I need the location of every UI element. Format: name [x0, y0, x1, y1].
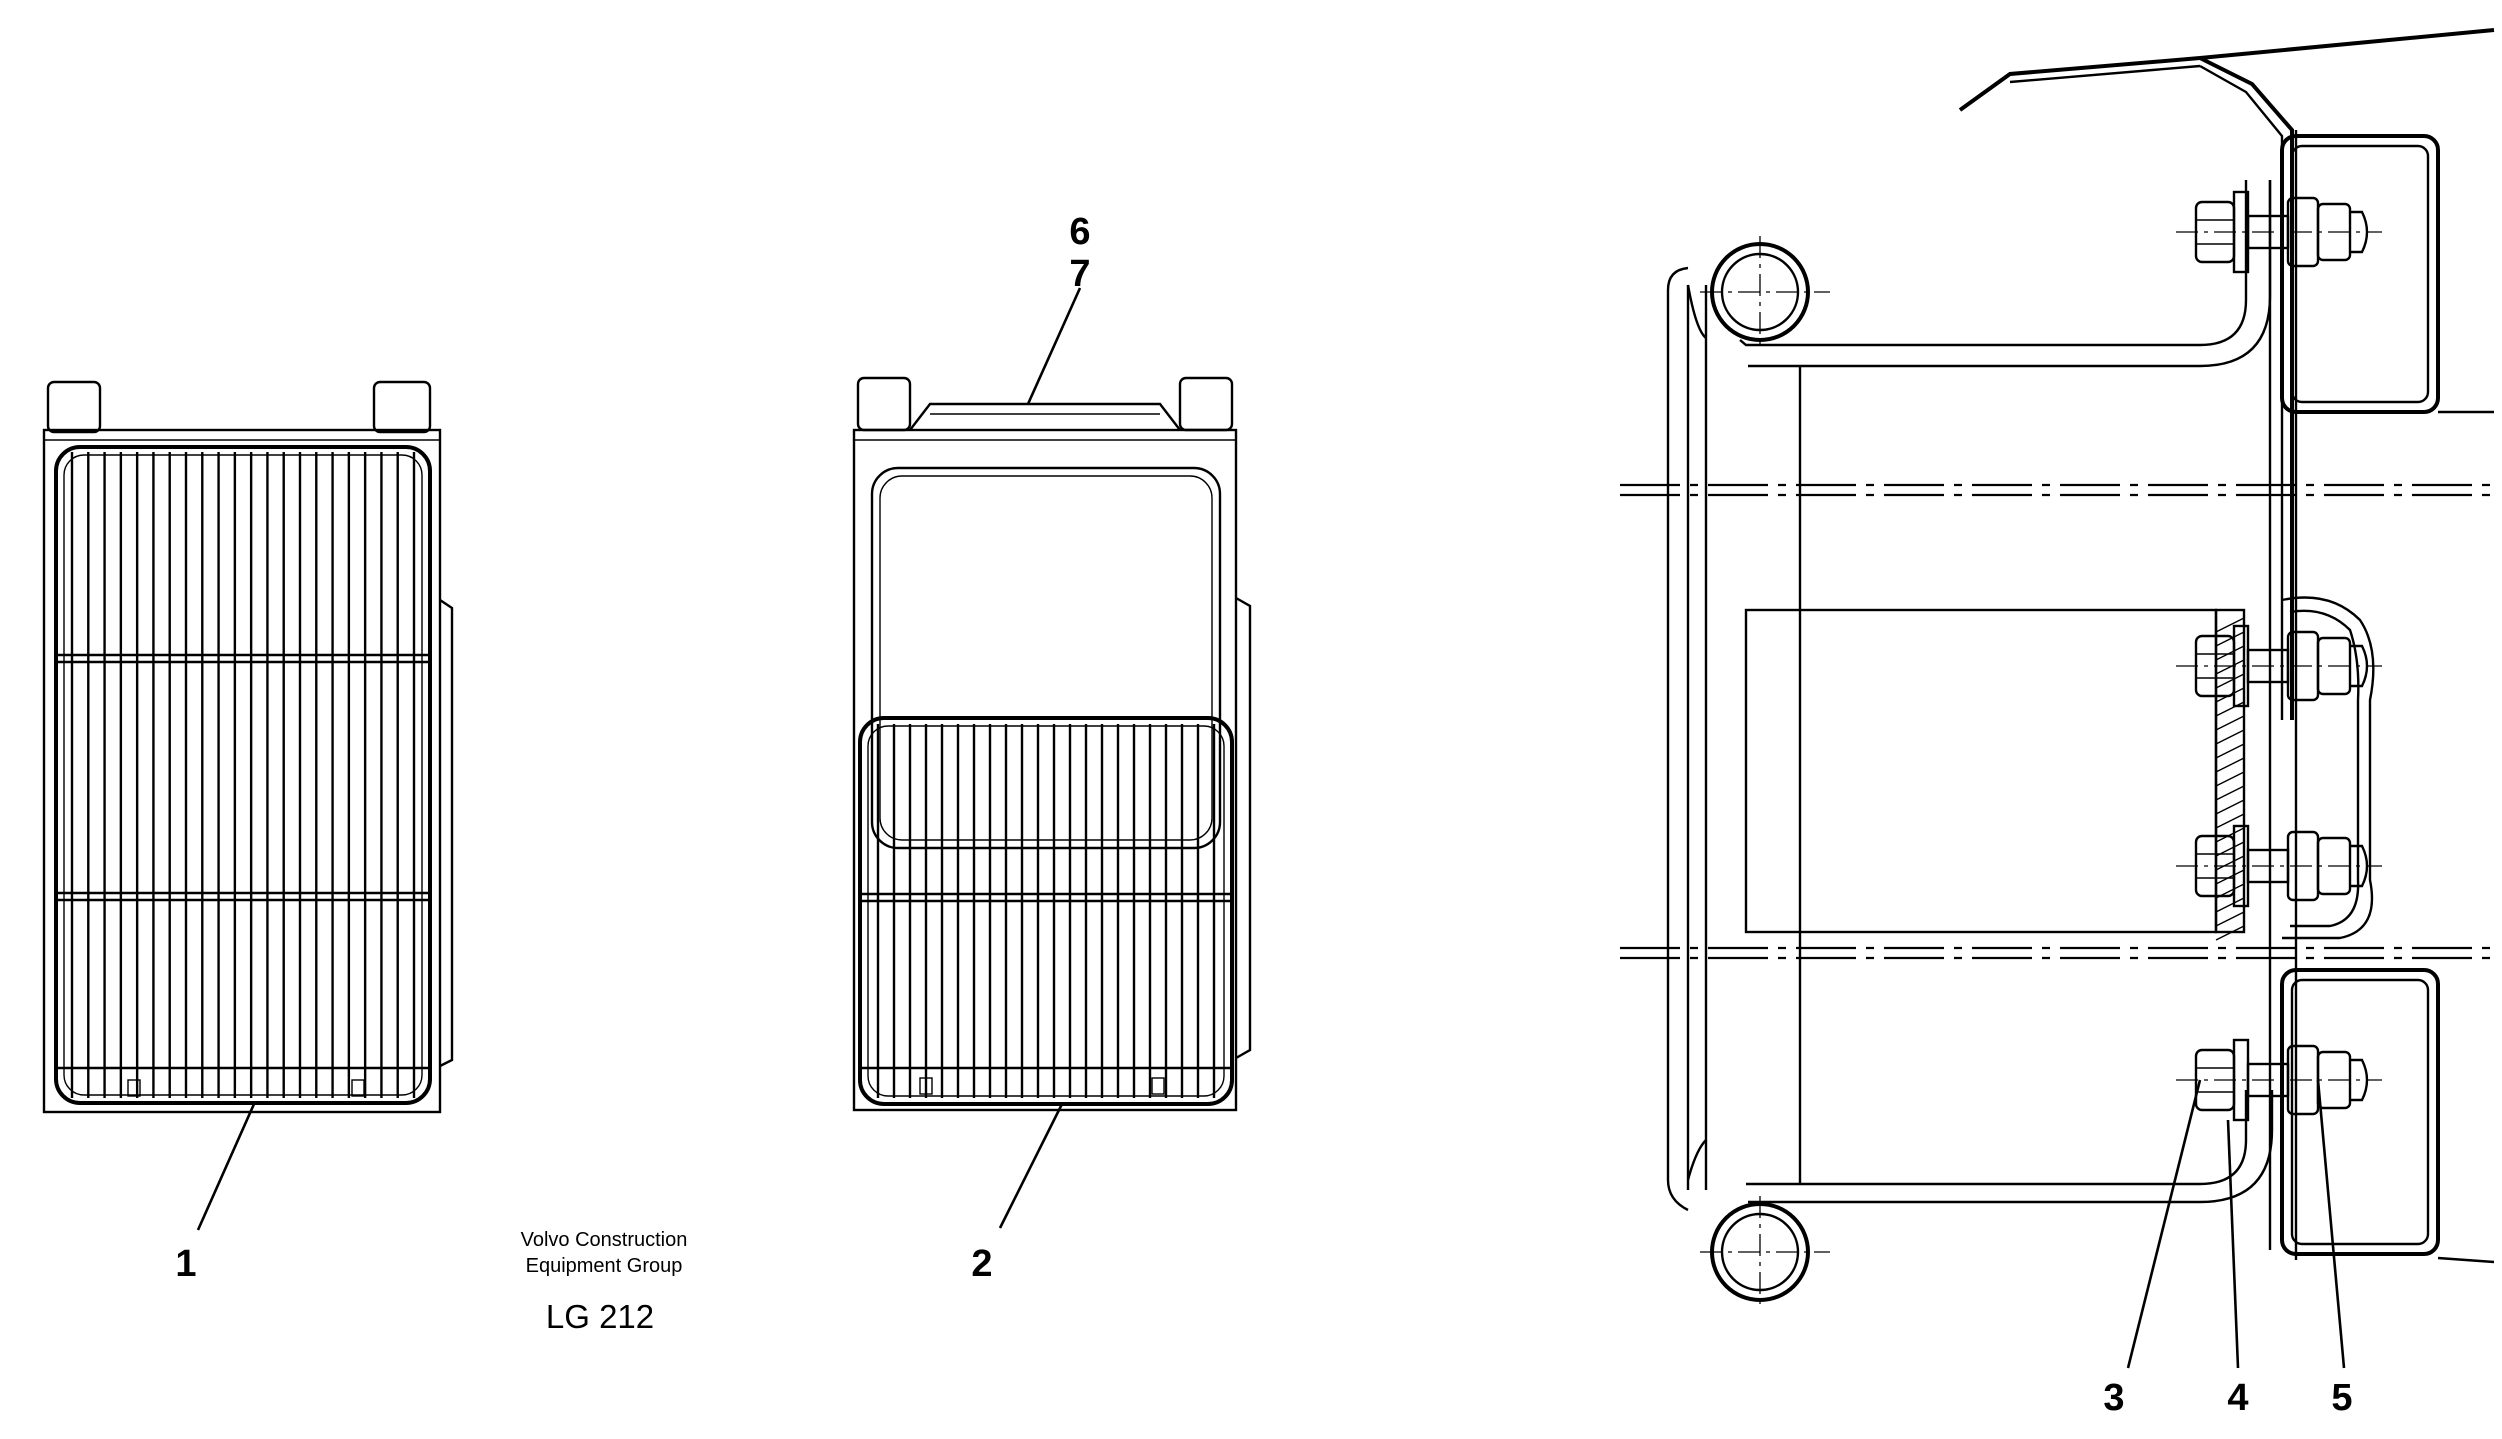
callout-2: 2: [971, 1243, 992, 1285]
bolt-assembly: [2176, 1038, 2382, 1122]
callout-1: 1: [175, 1243, 196, 1285]
lamp-2-half-grille: [852, 376, 1252, 1112]
drawing-code: LG 212: [546, 1298, 654, 1335]
callout-4: 4: [2227, 1377, 2248, 1419]
mounting-section-view: [1620, 28, 2495, 1310]
callout-7: 7: [1069, 253, 1090, 295]
bolt-assembly: [2176, 824, 2382, 908]
bolt-assembly: [2176, 624, 2382, 708]
bolt-assembly: [2176, 190, 2382, 274]
leader-lines: [196, 287, 2346, 1369]
callout-5: 5: [2331, 1377, 2352, 1419]
credit-line-2: Equipment Group: [526, 1255, 683, 1277]
credit-line-1: Volvo Construction: [521, 1229, 688, 1251]
callout-3: 3: [2103, 1377, 2124, 1419]
callout-6: 6: [1069, 211, 1090, 253]
lamp-1-full-grille: [42, 380, 454, 1114]
